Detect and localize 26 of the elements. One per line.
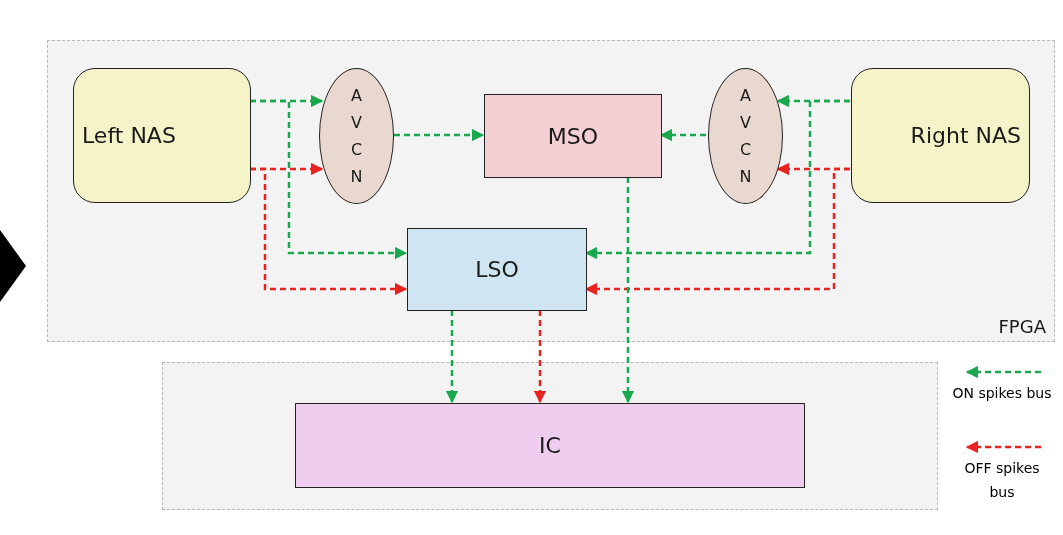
fpga-region [47,40,1055,342]
node-label: AVCN [738,84,753,189]
arrow [250,99,408,260]
arrow [621,177,635,404]
node-label: Left NAS [82,123,176,148]
process-box [407,228,587,311]
node-label: AVCN [349,84,364,189]
arrow [584,99,850,260]
arrow [445,310,459,404]
arrow [659,128,706,142]
process-box [295,403,805,488]
process-box [73,68,251,203]
node-label: LSO [475,257,519,282]
arrow [250,167,408,296]
arrow [584,167,850,296]
region-label: FPGA [998,316,1046,337]
process-box [851,68,1030,203]
process-box [484,94,662,178]
legend-label: OFF spikes bus [963,459,1041,502]
arrow [394,128,485,142]
node-label: IC [539,433,561,458]
arrow [533,310,547,404]
hardware-region [162,362,938,510]
node-label: Right NAS [910,123,1021,148]
node-label: MSO [547,123,599,149]
legend-label: ON spikes bus [952,384,1052,403]
